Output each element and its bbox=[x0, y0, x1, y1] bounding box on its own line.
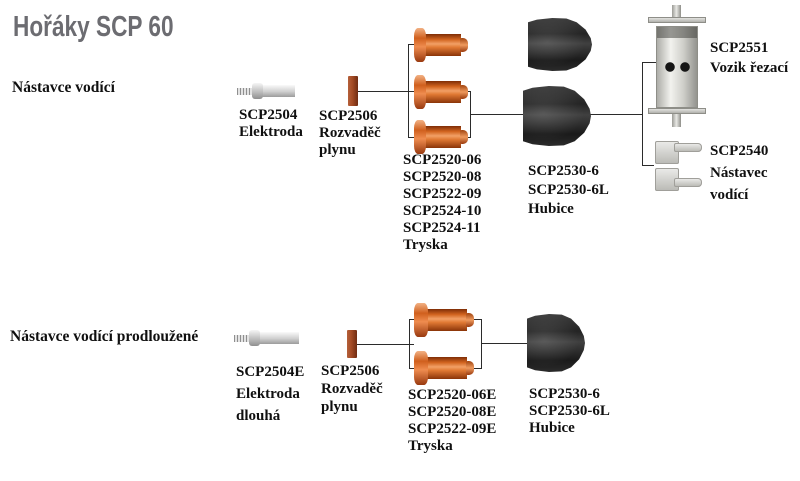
electrode-long-image bbox=[234, 329, 300, 347]
shield-cap-image bbox=[528, 18, 592, 71]
nozzle-long-image bbox=[414, 303, 478, 337]
carriage-top-pin bbox=[672, 5, 681, 18]
part-code: SCP2506 bbox=[321, 363, 380, 379]
part-code: SCP2504E bbox=[236, 364, 305, 380]
part-code: SCP2524-10 bbox=[403, 203, 482, 219]
connector-line bbox=[408, 44, 409, 138]
section-label-guides: Nástavce vodící bbox=[12, 79, 115, 96]
part-name: plynu bbox=[321, 399, 358, 415]
connector-line bbox=[481, 343, 528, 344]
part-code: SCP2524-11 bbox=[403, 220, 481, 236]
part-code: SCP2551 bbox=[710, 40, 769, 56]
electrode-label: SCP2504 Elektroda bbox=[239, 107, 303, 141]
shield-label: SCP2530-6 SCP2530-6L Hubice bbox=[529, 386, 610, 437]
part-code: SCP2520-08E bbox=[408, 404, 497, 420]
part-name: Elektroda bbox=[239, 124, 303, 140]
part-code: SCP2520-06E bbox=[408, 387, 497, 403]
part-name: Tryska bbox=[403, 237, 448, 253]
nozzle-image bbox=[414, 28, 468, 62]
shield-cap-image bbox=[527, 314, 585, 372]
connector-line bbox=[357, 344, 414, 345]
electrode-image bbox=[237, 82, 297, 100]
part-code: SCP2530-6L bbox=[529, 403, 610, 419]
connector-line bbox=[358, 91, 414, 92]
connector-line bbox=[642, 62, 643, 166]
carriage-image bbox=[648, 5, 706, 127]
part-code: SCP2530-6L bbox=[528, 182, 609, 198]
part-name: plynu bbox=[319, 142, 356, 158]
electrode-long-label: SCP2504E Elektroda dlouhá bbox=[236, 361, 304, 427]
shield-label: SCP2530-6 SCP2530-6L Hubice bbox=[528, 162, 609, 219]
connector-line bbox=[408, 44, 416, 45]
part-name: Tryska bbox=[408, 438, 453, 454]
part-name: Nástavec bbox=[710, 165, 768, 181]
part-name: vodící bbox=[710, 187, 749, 203]
nozzle-image bbox=[414, 120, 468, 154]
carriage-top-bracket bbox=[648, 17, 706, 23]
guide-attachment-image bbox=[652, 139, 704, 191]
gas-distributor-image bbox=[348, 76, 358, 106]
part-code: SCP2522-09E bbox=[408, 421, 497, 437]
part-name: dlouhá bbox=[236, 408, 281, 424]
part-code: SCP2520-06 bbox=[403, 152, 482, 168]
nozzle-label: SCP2520-06E SCP2520-08E SCP2522-09E Trys… bbox=[408, 387, 496, 455]
part-code: SCP2504 bbox=[239, 107, 298, 123]
part-name: Hubice bbox=[528, 201, 574, 217]
page-title: Hořáky SCP 60 bbox=[13, 11, 174, 43]
gas-distributor-image bbox=[347, 330, 357, 358]
part-code: SCP2540 bbox=[710, 143, 769, 159]
part-name: Elektroda bbox=[236, 386, 300, 402]
connector-line bbox=[642, 62, 657, 63]
gas-distributor-label: SCP2506 Rozvaděč plynu bbox=[321, 362, 383, 416]
carriage-bottom-bracket bbox=[648, 108, 706, 114]
part-code: SCP2530-6 bbox=[529, 386, 600, 402]
part-code: SCP2530-6 bbox=[528, 163, 599, 179]
part-code: SCP2520-08 bbox=[403, 169, 482, 185]
part-name: Vozik řezací bbox=[710, 60, 789, 76]
guide-attachment-label: SCP2540 Nástavec vodící bbox=[710, 140, 768, 206]
carriage-bottom-pin bbox=[672, 114, 681, 127]
guide-lower-prong bbox=[655, 168, 702, 191]
connector-line bbox=[642, 165, 654, 166]
carriage-body bbox=[656, 26, 698, 108]
part-code: SCP2522-09 bbox=[403, 186, 482, 202]
nozzle-long-image bbox=[414, 351, 478, 385]
carriage-label: SCP2551 Vozik řezací bbox=[710, 38, 788, 78]
connector-line bbox=[408, 137, 416, 138]
gas-distributor-label: SCP2506 Rozvaděč plynu bbox=[319, 108, 381, 159]
guide-upper-prong bbox=[655, 141, 702, 164]
part-name: Rozvaděč bbox=[319, 125, 381, 141]
nozzle-image bbox=[414, 75, 468, 109]
part-name: Rozvaděč bbox=[321, 381, 383, 397]
shield-cap-image bbox=[523, 86, 591, 146]
nozzle-label: SCP2520-06 SCP2520-08 SCP2522-09 SCP2524… bbox=[403, 152, 481, 254]
part-name: Hubice bbox=[529, 420, 575, 436]
section-label-guides-extended: Nástavce vodící prodloužené bbox=[10, 328, 199, 345]
part-code: SCP2506 bbox=[319, 108, 378, 124]
